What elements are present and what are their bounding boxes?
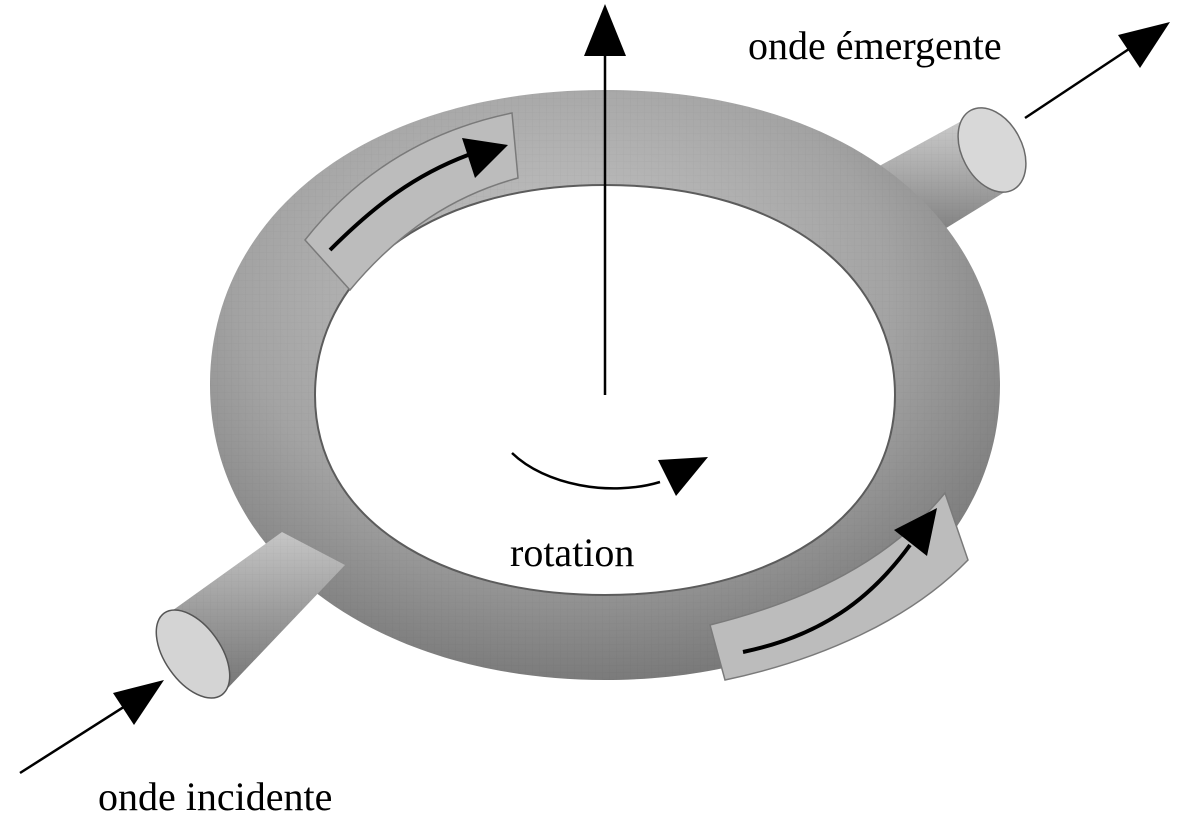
rotation-direction-arrow bbox=[511, 452, 708, 496]
emergent-wave-arrow bbox=[1024, 22, 1170, 120]
flow-arrow-lower bbox=[742, 508, 937, 654]
incident-wave-arrow bbox=[19, 680, 164, 775]
cutaway-lower-right bbox=[709, 491, 969, 681]
outgoing-wave-label: onde émergente bbox=[748, 23, 1002, 68]
rotation-axis-arrow bbox=[584, 4, 626, 395]
incoming-wave-label: onde incidente bbox=[98, 774, 333, 819]
rotation-label: rotation bbox=[510, 530, 635, 575]
flow-arrow-upper bbox=[328, 138, 508, 252]
inlet-pipe bbox=[155, 532, 345, 699]
